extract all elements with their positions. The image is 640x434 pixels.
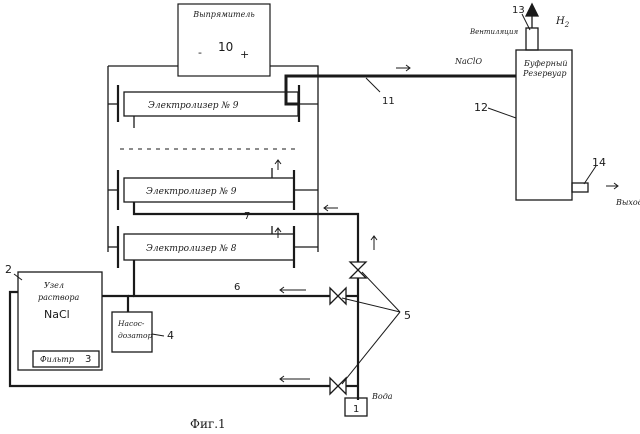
outlet-number: 14 (592, 156, 606, 169)
pipe-number: 11 (382, 96, 395, 107)
line-7 (134, 202, 358, 400)
valve-upper (350, 262, 366, 278)
valve-leaders (342, 272, 400, 384)
filter-label: Фильтр (40, 355, 74, 364)
dosing-pump-label: дозатор (118, 331, 152, 340)
water-line (10, 292, 358, 386)
electrolyzer-label: Электролизер № 9 (146, 187, 237, 197)
water-number: 1 (353, 404, 359, 415)
rectifier-minus: - (198, 46, 202, 59)
filter-number: 3 (85, 354, 91, 365)
buffer-tank-label: Буферный (523, 59, 568, 68)
ventilation-number: 13 (512, 5, 525, 16)
rectifier-plus: + (240, 48, 249, 61)
salt-unit-number: 2 (5, 263, 12, 276)
salt-to-pump-pipe (102, 296, 134, 312)
outlet-label: Выход (615, 198, 640, 207)
valve-middle (330, 288, 346, 304)
ventilation-label: Вентиляция (469, 28, 519, 36)
leader-lines (14, 14, 596, 336)
valve-lower (330, 378, 346, 394)
gas-label: H2 (555, 16, 570, 29)
dosing-pump-label: Насос- (117, 319, 145, 328)
flow-arrows (275, 65, 618, 382)
buffer-tank (516, 4, 588, 200)
dosing-pump-number: 4 (167, 329, 174, 342)
salt-formula: NaCl (44, 308, 70, 321)
line-7-number: 7 (244, 211, 250, 222)
buffer-tank-number: 12 (474, 101, 488, 114)
electrolyzer-label: Электролизер № 9 (148, 101, 239, 111)
salt-unit-label: раствора (38, 293, 80, 302)
line-6-number: 6 (234, 282, 240, 293)
salt-unit-label: Узел (44, 281, 64, 290)
valves-number: 5 (404, 309, 411, 322)
figure-caption: Фиг.1 (190, 417, 226, 431)
water-label: Вода (371, 392, 393, 401)
pipe-naclo (286, 76, 516, 104)
rectifier-label: Выпрямитель (192, 10, 255, 19)
naclo-label: NaClO (454, 57, 482, 66)
line-6 (134, 260, 358, 296)
buffer-tank-label: Резервуар (522, 69, 567, 78)
electrolyzer-label: Электролизер № 8 (146, 244, 237, 254)
rectifier-number: 10 (218, 40, 233, 54)
